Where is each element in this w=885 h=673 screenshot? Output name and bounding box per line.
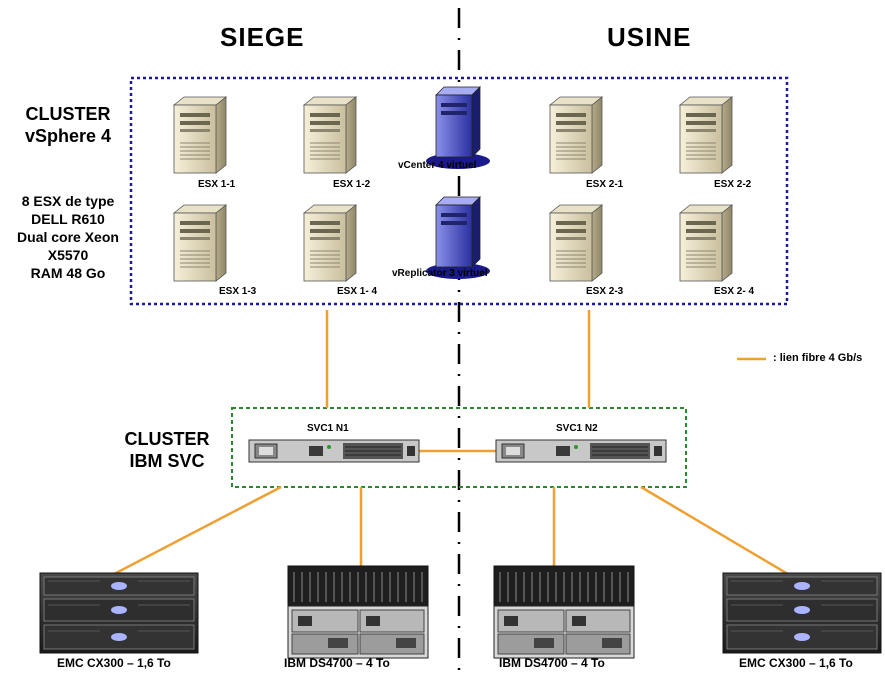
esx-1-1-label: ESX 1-1 [198, 179, 236, 190]
svc-cluster-label-line1: CLUSTER [124, 429, 210, 449]
fibre-links [92, 310, 804, 587]
vsphere-cluster-label-line2: vSphere 4 [24, 126, 112, 146]
vcenter-label: vCenter 4 virtuel [398, 160, 477, 171]
svc-node-2-icon [495, 439, 667, 463]
spec-line: DELL R610 [31, 211, 105, 227]
svc-cluster-label-line2: IBM SVC [129, 451, 205, 471]
esx-server-icon [173, 96, 227, 174]
spec-line: 8 ESX de type [21, 193, 115, 209]
legend-fibre-text: : lien fibre 4 Gb/s [773, 352, 863, 364]
vreplicator-server-icon [425, 196, 491, 280]
vreplicator-label: vReplicator 3 virtuel [392, 268, 488, 279]
emc-right-caption: EMC CX300 – 1,6 To [739, 656, 853, 670]
spec-line: RAM 48 Go [30, 265, 106, 281]
esx-2-2-label: ESX 2-2 [714, 179, 752, 190]
svc-node-2-label: SVC1 N2 [556, 423, 598, 434]
spec-line: X5570 [47, 247, 89, 263]
emc-storage-icon [722, 572, 882, 654]
esx-server-icon [679, 96, 733, 174]
vsphere-cluster-label-line1: CLUSTER [25, 104, 111, 124]
esx-server-icon [549, 204, 603, 282]
esx-server-icon [173, 204, 227, 282]
esx-server-icon [303, 96, 357, 174]
ibm-right-caption: IBM DS4700 – 4 To [499, 656, 605, 670]
esx-2-3-label: ESX 2-3 [586, 286, 624, 297]
esx-1-3-label: ESX 1-3 [219, 286, 257, 297]
esx-2-1-label: ESX 2-1 [586, 179, 624, 190]
esx-1-4-label: ESX 1- 4 [337, 286, 378, 297]
emc-storage-icon [39, 572, 199, 654]
site-title-usine: USINE [607, 22, 692, 52]
svc-cluster-box [231, 407, 687, 488]
vcenter-server-icon [425, 86, 491, 170]
ibm-ds4700-icon [493, 565, 635, 659]
esx-1-2-label: ESX 1-2 [333, 179, 371, 190]
esx-specs: 8 ESX de type DELL R610 Dual core Xeon X… [4, 192, 132, 282]
ibm-ds4700-icon [287, 565, 429, 659]
esx-server-icon [549, 96, 603, 174]
esx-server-icon [303, 204, 357, 282]
emc-left-caption: EMC CX300 – 1,6 To [57, 656, 171, 670]
site-title-siege: SIEGE [220, 22, 305, 52]
svc-node-1-label: SVC1 N1 [307, 423, 349, 434]
esx-server-icon [679, 204, 733, 282]
esx-2-4-label: ESX 2- 4 [714, 286, 755, 297]
vsphere-cluster-box [129, 76, 789, 306]
vsphere-cluster-label: CLUSTER vSphere 4 [8, 103, 128, 147]
svc-cluster-label: CLUSTER IBM SVC [104, 428, 230, 472]
spec-line: Dual core Xeon [17, 229, 119, 245]
ibm-left-caption: IBM DS4700 – 4 To [284, 656, 390, 670]
svc-node-1-icon [248, 439, 420, 463]
